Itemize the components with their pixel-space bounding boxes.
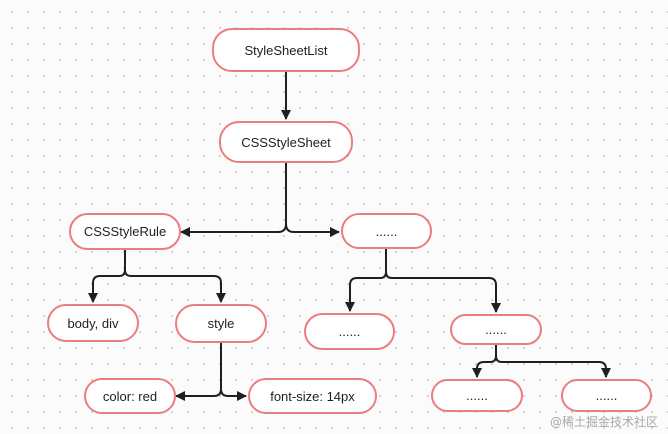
arrow-style-to-color-red: [175, 343, 222, 401]
arrow-cssstylesheet-to-cssstylerule: [180, 163, 287, 237]
arrow-right-mid-to-bottom-left: [472, 345, 497, 378]
node-color-red: color: red: [84, 378, 176, 414]
arrow-cssstylesheet-to-ellipsis: [285, 223, 340, 237]
node-cssstylesheet: CSSStyleSheet: [219, 121, 353, 163]
node-ellipsis-right-mid: ......: [450, 314, 542, 345]
node-body-div: body, div: [47, 304, 139, 342]
node-ellipsis-right: ......: [341, 213, 432, 249]
node-font-size: font-size: 14px: [248, 378, 377, 414]
node-stylesheetlist: StyleSheetList: [212, 28, 360, 72]
arrow-cssstylerule-to-body-div: [88, 250, 126, 303]
arrow-right-mid-to-bottom-right: [495, 355, 611, 378]
arrow-ellipsis-to-right-mid: [385, 271, 501, 313]
node-ellipsis-bottom-left: ......: [431, 379, 523, 412]
watermark: @稀土掘金技术社区: [549, 415, 658, 429]
node-cssstylerule: CSSStyleRule: [69, 213, 181, 250]
arrow-cssstylerule-to-style: [124, 269, 226, 303]
node-ellipsis-bottom-right: ......: [561, 379, 652, 412]
arrow-ellipsis-to-left-mid: [345, 249, 387, 312]
node-style: style: [175, 304, 267, 343]
arrow-style-to-font-size: [220, 388, 247, 401]
node-ellipsis-left-mid: ......: [304, 313, 395, 350]
